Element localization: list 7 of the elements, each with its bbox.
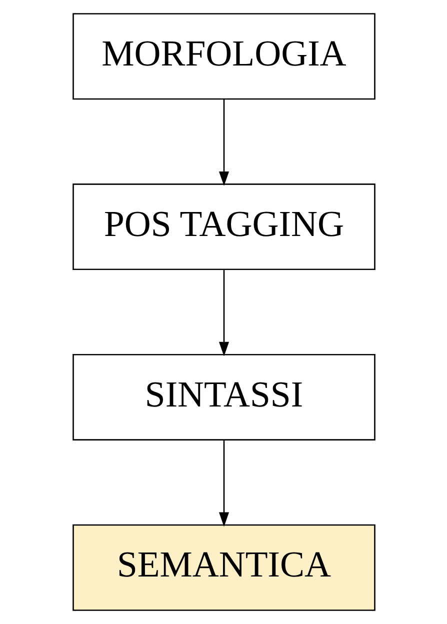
node-box: POS TAGGING	[72, 184, 375, 270]
node-box: SEMANTICA	[72, 524, 375, 611]
arrow	[218, 440, 229, 527]
node-box: SINTASSI	[72, 354, 375, 440]
node-box: MORFOLOGIA	[72, 13, 375, 100]
arrow	[218, 99, 229, 186]
arrow	[218, 270, 229, 356]
